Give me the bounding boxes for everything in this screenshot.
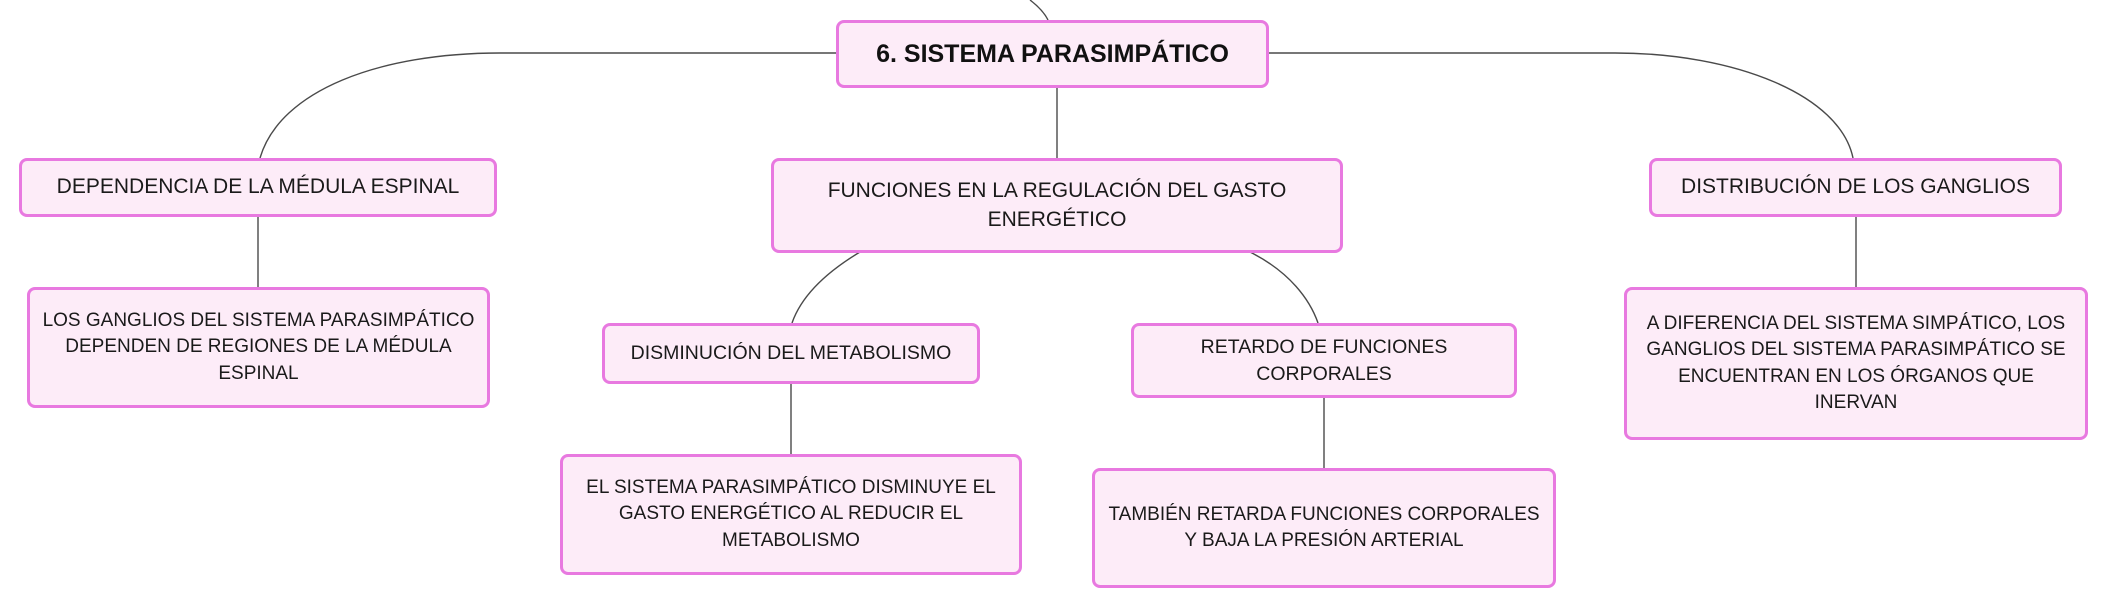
branch-node-medula[interactable]: DEPENDENCIA DE LA MÉDULA ESPINAL [19,158,497,217]
detail-node-distribucion[interactable]: A DIFERENCIA DEL SISTEMA SIMPÁTICO, LOS … [1624,287,2088,440]
connector-incoming-top [1029,0,1049,21]
subbranch-node-retardo-label: RETARDO DE FUNCIONES CORPORALES [1200,335,1448,385]
root-node[interactable]: 6. SISTEMA PARASIMPÁTICO [836,20,1269,88]
connector-funciones-to-metabolismo [791,251,861,324]
detail-node-retardo-text: TAMBIÉN RETARDA FUNCIONES CORPORALES Y B… [1108,503,1540,551]
branch-node-funciones[interactable]: FUNCIONES EN LA REGULACIÓN DEL GASTO ENE… [771,158,1343,253]
subbranch-node-metabolismo-label: DISMINUCIÓN DEL METABOLISMO [630,342,952,365]
detail-node-medula-text: LOS GANGLIOS DEL SISTEMA PARASIMPÁTICO D… [42,310,475,384]
branch-node-funciones-label: FUNCIONES EN LA REGULACIÓN DEL GASTO ENE… [827,178,1287,231]
connector-funciones-to-retardo [1249,251,1319,324]
branch-node-medula-label: DEPENDENCIA DE LA MÉDULA ESPINAL [56,175,460,199]
connector-root-to-distribucion [1268,52,1854,159]
subbranch-node-retardo[interactable]: RETARDO DE FUNCIONES CORPORALES [1131,323,1517,398]
branch-node-distribucion[interactable]: DISTRIBUCIÓN DE LOS GANGLIOS [1649,158,2062,217]
subbranch-node-metabolismo[interactable]: DISMINUCIÓN DEL METABOLISMO [602,323,980,384]
detail-node-metabolismo[interactable]: EL SISTEMA PARASIMPÁTICO DISMINUYE EL GA… [560,454,1022,575]
branch-node-distribucion-label: DISTRIBUCIÓN DE LOS GANGLIOS [1681,175,2030,199]
detail-node-distribucion-text: A DIFERENCIA DEL SISTEMA SIMPÁTICO, LOS … [1646,313,2066,413]
root-node-label: 6. SISTEMA PARASIMPÁTICO [876,39,1229,68]
detail-node-metabolismo-text: EL SISTEMA PARASIMPÁTICO DISMINUYE EL GA… [586,477,996,551]
detail-node-retardo[interactable]: TAMBIÉN RETARDA FUNCIONES CORPORALES Y B… [1092,468,1556,588]
detail-node-medula[interactable]: LOS GANGLIOS DEL SISTEMA PARASIMPÁTICO D… [27,287,490,408]
connector-root-to-medula [259,52,836,159]
